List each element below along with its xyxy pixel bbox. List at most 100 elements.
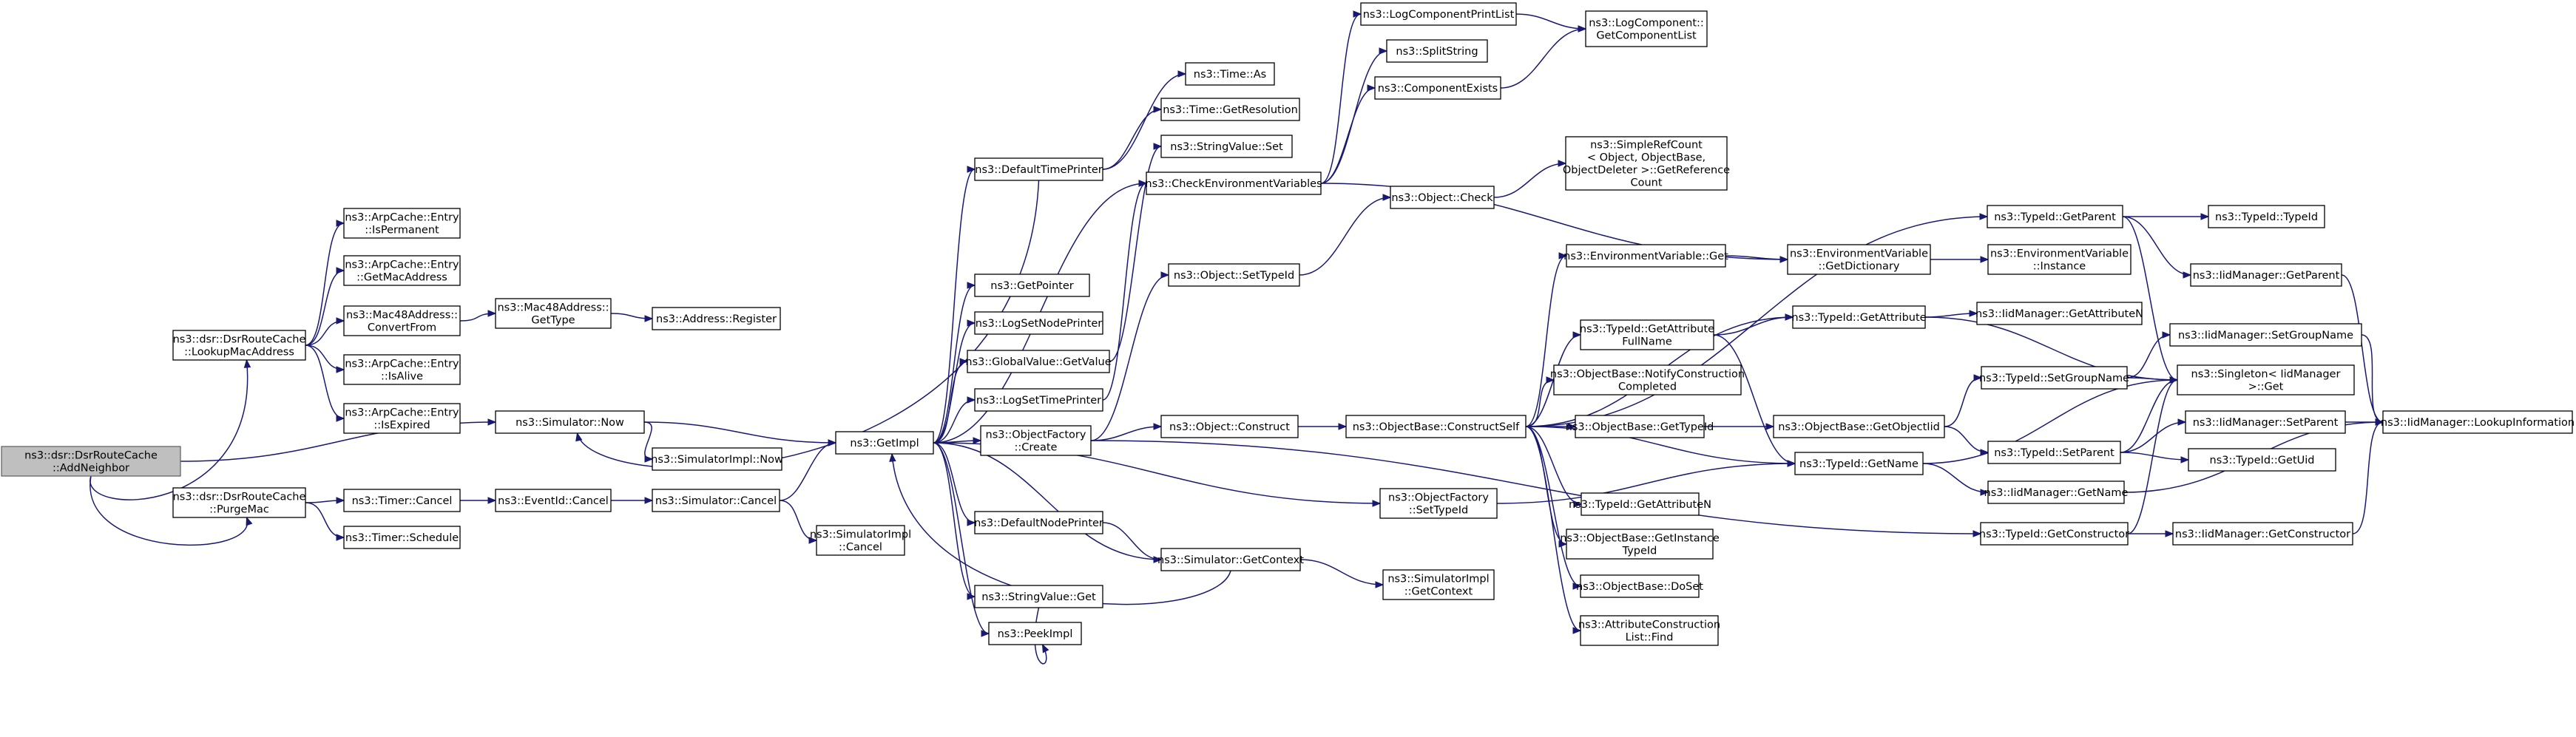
edge-logsettimeprinter-to-checkenv [1102, 183, 1147, 401]
node-isalive[interactable]: ns3::ArpCache::Entry::IsAlive [343, 354, 461, 385]
node-timerschedule[interactable]: ns3::Timer::Schedule [343, 526, 461, 549]
node-iidmgrgetconstructor[interactable]: ns3::IidManager::GetConstructor [2172, 522, 2353, 546]
node-logsetnodeprinter[interactable]: ns3::LogSetNodePrinter [974, 311, 1103, 335]
edge-constructself-to-typeidgetname [1525, 426, 1796, 464]
node-label: ns3::StringValue::Get [981, 591, 1096, 603]
node-register[interactable]: ns3::Address::Register [652, 307, 781, 330]
arrowhead [2165, 530, 2174, 537]
node-convertfrom[interactable]: ns3::Mac48Address::ConvertFrom [343, 305, 461, 336]
node-checkenv[interactable]: ns3::CheckEnvironmentVariables [1145, 171, 1322, 195]
arrowhead [336, 497, 345, 504]
node-splitstring[interactable]: ns3::SplitString [1386, 39, 1488, 63]
edge-checkenv-to-logcompprintlist [1320, 13, 1362, 184]
node-defaultnodeprinter[interactable]: ns3::DefaultNodePrinter [974, 511, 1103, 534]
arrowhead [487, 310, 497, 317]
node-getpointer[interactable]: ns3::GetPointer [974, 274, 1090, 297]
node-objbasedoset[interactable]: ns3::ObjectBase::DoSet [1576, 574, 1703, 598]
node-typeidgetuid[interactable]: ns3::TypeId::GetUid [2188, 448, 2336, 472]
node-objfactorycreate[interactable]: ns3::ObjectFactory::Create [980, 425, 1092, 456]
node-simnow[interactable]: ns3::Simulator::Now [495, 410, 645, 434]
arrowhead [1153, 143, 1163, 150]
node-label: List::Find [1626, 632, 1674, 644]
node-gettype[interactable]: ns3::Mac48Address::GetType [495, 298, 612, 329]
node-componentexists[interactable]: ns3::ComponentExists [1374, 76, 1501, 100]
node-label: ns3::Timer::Cancel [352, 495, 453, 507]
node-box [1390, 186, 1495, 209]
node-box [2188, 448, 2336, 472]
node-label: ns3::Timer::Schedule [345, 532, 459, 544]
node-label: ns3::SimulatorImpl [810, 529, 911, 541]
node-label: ::Create [1015, 442, 1058, 454]
node-iidmgrgetparent[interactable]: ns3::IidManager::GetParent [2190, 263, 2342, 287]
node-envvarget[interactable]: ns3::EnvironmentVariable::Get [1563, 244, 1728, 268]
node-logcompgetlist[interactable]: ns3::LogComponent::GetComponentList [1585, 10, 1708, 47]
node-typeidgetattrn[interactable]: ns3::TypeId::GetAttributeN [1569, 492, 1711, 516]
node-simimplgetcontext[interactable]: ns3::SimulatorImpl::GetContext [1382, 569, 1495, 600]
node-label: ::LookupMacAddress [184, 347, 294, 359]
node-typeidsetgroupname[interactable]: ns3::TypeId::SetGroupName [1979, 366, 2129, 390]
node-ispermanent[interactable]: ns3::ArpCache::Entry::IsPermanent [343, 208, 461, 239]
edge-purgemac-to-timerschedule [305, 502, 345, 538]
node-getmacaddress[interactable]: ns3::ArpCache::Entry::GetMacAddress [343, 255, 461, 286]
node-typeidgetparent[interactable]: ns3::TypeId::GetParent [1987, 205, 2123, 228]
node-purgemac[interactable]: ns3::dsr::DsrRouteCache::PurgeMac [172, 487, 306, 518]
node-iidmgrgetattrn[interactable]: ns3::IidManager::GetAttributeN [1975, 302, 2143, 325]
node-objbasegettypeid[interactable]: ns3::ObjectBase::GetTypeId [1566, 415, 1714, 438]
node-defaulttimeprinter[interactable]: ns3::DefaultTimePrinter [974, 157, 1103, 181]
node-simgetcontext[interactable]: ns3::Simulator::GetContext [1157, 548, 1304, 571]
node-logsettimeprinter[interactable]: ns3::LogSetTimePrinter [974, 388, 1103, 412]
node-typeidgetname[interactable]: ns3::TypeId::GetName [1794, 452, 1924, 475]
node-stringvalueset[interactable]: ns3::StringValue::Set [1160, 135, 1293, 158]
node-label: ns3::IidManager::GetConstructor [2175, 529, 2350, 540]
node-getimpl[interactable]: ns3::GetImpl [835, 431, 934, 455]
arrowhead [487, 497, 497, 504]
node-typeidtypeid[interactable]: ns3::TypeId::TypeId [2208, 205, 2325, 228]
node-peekimpl[interactable]: ns3::PeekImpl [988, 622, 1082, 645]
node-logcompprintlist[interactable]: ns3::LogComponentPrintList [1360, 2, 1517, 26]
node-singletonget[interactable]: ns3::Singleton< IidManager>::Get [2177, 364, 2355, 395]
node-timeas[interactable]: ns3::Time::As [1185, 62, 1275, 86]
node-iidmgrsetparent[interactable]: ns3::IidManager::SetParent [2185, 410, 2346, 434]
node-timegetres[interactable]: ns3::Time::GetResolution [1160, 98, 1300, 121]
node-simplerefcount[interactable]: ns3::SimpleRefCount< Object, ObjectBase,… [1563, 136, 1730, 191]
arrowhead [1969, 310, 1978, 317]
arrowhead [243, 359, 251, 368]
node-envvargetdict[interactable]: ns3::EnvironmentVariable::GetDictionary [1787, 244, 1931, 275]
node-simimplcancel[interactable]: ns3::SimulatorImpl::Cancel [810, 525, 911, 556]
node-simimplnow[interactable]: ns3::SimulatorImpl::Now [651, 447, 783, 471]
node-iidmgrgetname[interactable]: ns3::IidManager::GetName [1984, 480, 2129, 504]
node-simcancel[interactable]: ns3::Simulator::Cancel [652, 489, 780, 512]
node-isexpired[interactable]: ns3::ArpCache::Entry::IsExpired [343, 403, 461, 434]
node-objectcheck[interactable]: ns3::Object::Check [1390, 186, 1495, 209]
node-typeidgetconstructor[interactable]: ns3::TypeId::GetConstructor [1979, 522, 2129, 546]
node-label: ns3::ObjectBase::ConstructSelf [1353, 421, 1520, 433]
node-iidmgrlookupinfo[interactable]: ns3::IidManager::LookupInformation [2381, 410, 2575, 434]
node-label: ns3::ObjectBase::DoSet [1576, 581, 1703, 593]
node-lookupmac[interactable]: ns3::dsr::DsrRouteCache::LookupMacAddres… [172, 330, 306, 361]
node-typeidsetparent[interactable]: ns3::TypeId::SetParent [1987, 441, 2121, 464]
node-globalvalueget[interactable]: ns3::GlobalValue::GetValue [965, 350, 1112, 373]
node-iidmgrsetgroupname[interactable]: ns3::IidManager::SetGroupName [2169, 323, 2362, 347]
node-label: ns3::EnvironmentVariable::Get [1563, 251, 1728, 262]
node-objectconstruct[interactable]: ns3::Object::Construct [1160, 415, 1299, 438]
arrowhead [2183, 271, 2192, 279]
node-constructself[interactable]: ns3::ObjectBase::ConstructSelf [1345, 415, 1527, 438]
node-label: ns3::TypeId::SetParent [1994, 447, 2114, 459]
node-eventcancel[interactable]: ns3::EventId::Cancel [495, 489, 612, 512]
node-envvarinstance[interactable]: ns3::EnvironmentVariable::Instance [1987, 244, 2132, 275]
arrowhead [1980, 256, 1990, 263]
edge-constructself-to-typeidgetattrn [1525, 426, 1582, 505]
node-root[interactable]: ns3::dsr::DsrRouteCache::AddNeighbor [1, 446, 181, 477]
node-stringvalueget[interactable]: ns3::StringValue::Get [974, 585, 1103, 608]
node-label: ns3::LogComponentPrintList [1363, 9, 1515, 21]
node-objectsettypeid[interactable]: ns3::Object::SetTypeId [1168, 263, 1300, 287]
node-objbasegetobjectiid[interactable]: ns3::ObjectBase::GetObjectIid [1773, 415, 1945, 438]
node-objfactorysettypeid[interactable]: ns3::ObjectFactory::SetTypeId [1379, 488, 1498, 519]
node-notifyconstruction[interactable]: ns3::ObjectBase::NotifyConstructionCompl… [1550, 364, 1745, 395]
node-label: ::IsAlive [381, 371, 423, 383]
node-typeidgetattr[interactable]: ns3::TypeId::GetAttribute [1791, 305, 1927, 329]
node-timercancel[interactable]: ns3::Timer::Cancel [343, 489, 461, 512]
